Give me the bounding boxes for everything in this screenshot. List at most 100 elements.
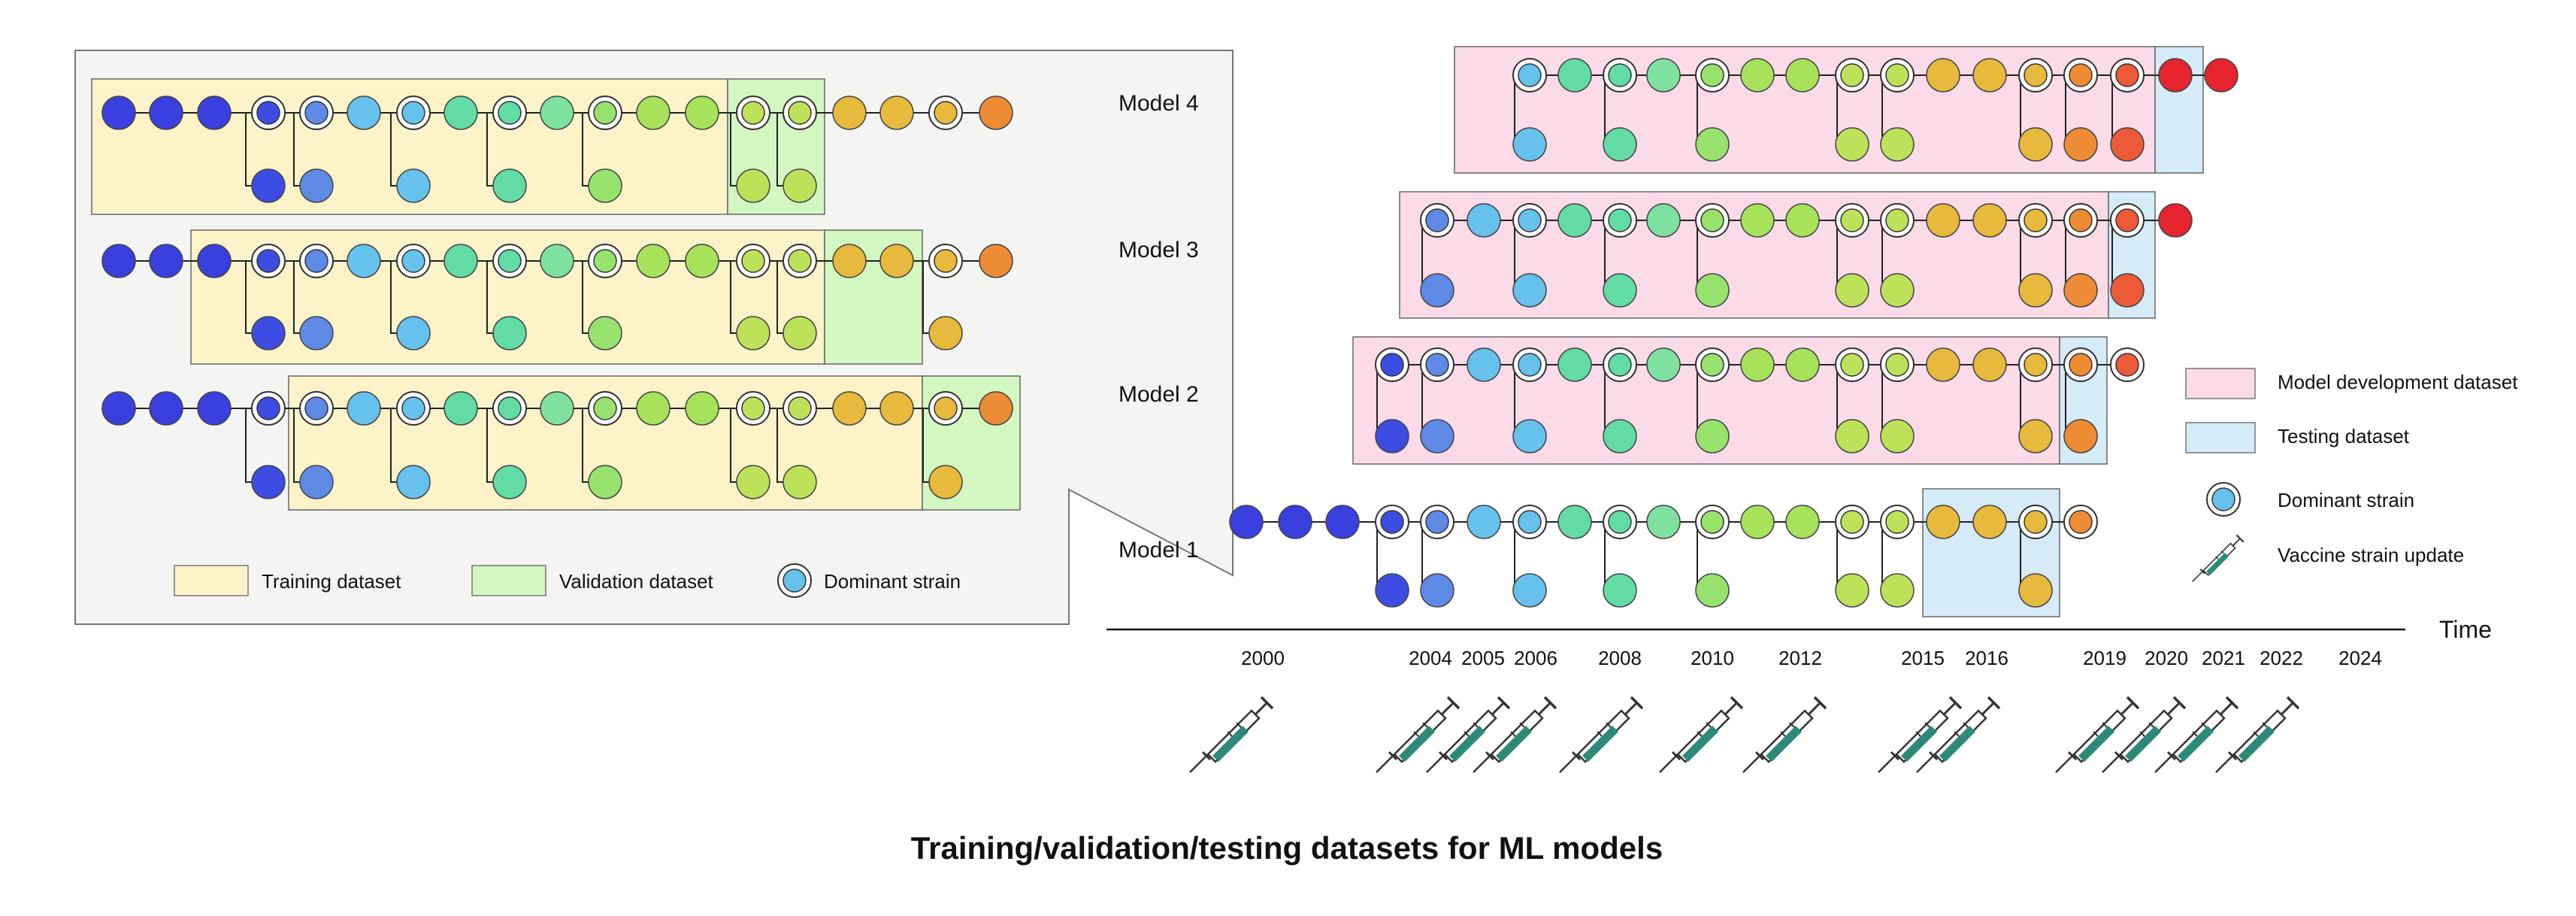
- strain-node: [197, 244, 232, 278]
- strain-node: [736, 168, 770, 203]
- strain-node: [832, 96, 867, 130]
- strain-node: [251, 168, 286, 203]
- year-tick-label: 2005: [1461, 647, 1505, 669]
- strain-node: [1557, 505, 1592, 539]
- strain-node: [2110, 273, 2145, 308]
- strain-node: [1972, 58, 2007, 93]
- dominant-strain-core: [1885, 353, 1909, 377]
- strain-node: [1325, 505, 1360, 539]
- dominant-strain-core: [2069, 208, 2093, 232]
- strain-node: [1646, 58, 1681, 93]
- inset-timeline-1: [91, 78, 1013, 215]
- dominant-strain-core: [2115, 208, 2139, 232]
- dominant-strain-core: [934, 101, 958, 125]
- legend-inset-dominant-label: Dominant strain: [824, 570, 961, 593]
- dominant-strain-core: [1425, 208, 1449, 232]
- dominant-strain-core: [401, 101, 425, 125]
- dominant-strain-core: [1700, 63, 1724, 87]
- dominant-strain-core: [2115, 353, 2139, 377]
- model-1-label: Model 1: [1118, 538, 1199, 563]
- strain-node: [1835, 127, 1869, 162]
- strain-node: [832, 244, 867, 278]
- year-tick-label: 2024: [2338, 647, 2382, 669]
- strain-node: [879, 391, 914, 426]
- strain-node: [1420, 273, 1454, 308]
- year-tick-label: 2000: [1241, 647, 1285, 669]
- strain-node: [347, 244, 381, 278]
- dominant-strain-core: [304, 396, 328, 420]
- strain-node: [636, 96, 670, 130]
- strain-node: [1646, 203, 1681, 238]
- dominant-strain-core: [1885, 208, 1909, 232]
- dominant-strain-core: [1608, 208, 1632, 232]
- dominant-strain-core: [1885, 63, 1909, 87]
- strain-node: [1512, 419, 1547, 453]
- dominant-strain-core: [593, 396, 617, 420]
- strain-node: [979, 96, 1013, 130]
- strain-node: [1785, 505, 1820, 539]
- strain-node: [347, 391, 381, 426]
- dominant-strain-core: [256, 249, 280, 273]
- strain-node: [299, 465, 334, 499]
- vaccine-syringes: [1188, 696, 2300, 774]
- dominant-strain-legend-icon: [2206, 482, 2241, 517]
- strain-node: [1740, 505, 1775, 539]
- strain-node: [1880, 573, 1915, 608]
- strain-node: [197, 96, 232, 130]
- dominant-strain-core: [1700, 510, 1724, 534]
- syringe-icon: [1658, 696, 1744, 774]
- strain-node: [588, 465, 622, 499]
- syringe-icon: [2101, 696, 2187, 774]
- strain-node: [1278, 505, 1312, 539]
- year-tick-label: 2015: [1901, 647, 1945, 669]
- strain-node: [979, 391, 1013, 426]
- dominant-strain-core: [498, 101, 522, 125]
- legend-testing-swatch: [2185, 422, 2256, 453]
- strain-node: [928, 465, 963, 499]
- strain-node: [396, 465, 431, 499]
- strain-node: [1785, 347, 1820, 382]
- strain-node: [1695, 419, 1730, 453]
- strain-node: [1603, 573, 1637, 608]
- dominant-strain-core: [1840, 353, 1864, 377]
- strain-node: [1785, 58, 1820, 93]
- dominant-strain-core: [1518, 63, 1542, 87]
- legend-training-label: Training dataset: [262, 570, 401, 593]
- strain-node: [492, 316, 527, 350]
- strain-node: [782, 465, 817, 499]
- strain-node: [1785, 203, 1820, 238]
- strain-node: [492, 168, 527, 203]
- strain-node: [149, 391, 183, 426]
- strain-node: [149, 96, 183, 130]
- strain-node: [1972, 505, 2007, 539]
- strain-node: [2063, 127, 2098, 162]
- model-1-timeline: [1229, 488, 2098, 617]
- strain-node: [588, 316, 622, 350]
- strain-node: [1926, 203, 1960, 238]
- strain-node: [101, 96, 136, 130]
- dominant-strain-core: [2069, 63, 2093, 87]
- dominant-strain-core: [401, 396, 425, 420]
- strain-node: [251, 465, 286, 499]
- dominant-strain-core: [593, 249, 617, 273]
- model-2-timeline: [1352, 336, 2145, 465]
- strain-node: [1557, 203, 1592, 238]
- syringe-icon: [1188, 696, 1274, 774]
- dominant-strain-core: [1380, 353, 1404, 377]
- strain-node: [2063, 273, 2098, 308]
- dominant-strain-core: [1518, 353, 1542, 377]
- strain-node: [1512, 273, 1547, 308]
- dominant-strain-core: [788, 101, 812, 125]
- strain-node: [1972, 347, 2007, 382]
- strain-node: [1467, 203, 1501, 238]
- dominant-strain-core: [498, 249, 522, 273]
- dominant-strain-core: [2024, 353, 2048, 377]
- legend-testing-label: Testing dataset: [2278, 425, 2410, 447]
- strain-node: [636, 391, 670, 426]
- strain-node: [736, 465, 770, 499]
- strain-node: [1880, 273, 1915, 308]
- strain-node: [1512, 127, 1547, 162]
- strain-node: [299, 316, 334, 350]
- strain-node: [101, 391, 136, 426]
